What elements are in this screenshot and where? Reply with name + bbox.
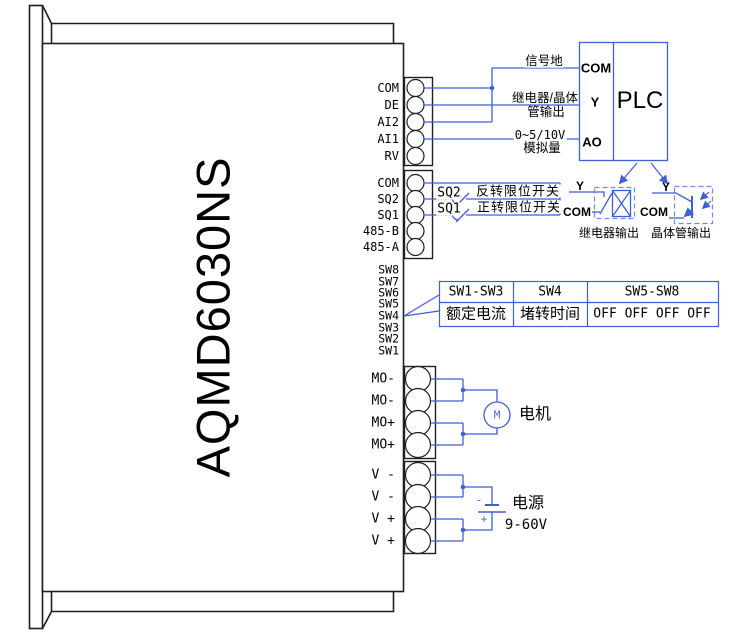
- relay-transistor-label-1: 继电器/晶体: [512, 90, 578, 105]
- plc-output-arrows: [618, 162, 669, 185]
- plc-title: PLC: [616, 87, 664, 114]
- relay-output-caption: 继电器输出: [578, 226, 640, 240]
- dip-label-sw8: SW8: [378, 262, 399, 277]
- dip-table-value-2: 堵转时间: [519, 305, 581, 323]
- terminal-label-rv: RV: [384, 149, 399, 163]
- terminal-label-v-plus-1: V +: [371, 511, 395, 527]
- dip-table-frame: [438, 280, 720, 328]
- terminal-label-485b: 485-B: [362, 224, 399, 238]
- motor-wires: [431, 378, 498, 446]
- power-wires: [431, 474, 493, 542]
- terminal-label-com: COM: [377, 81, 399, 95]
- terminal-label-ai2: AI2: [377, 115, 399, 129]
- terminal-screw-icons: [404, 78, 432, 555]
- terminal-label-mo-plus-2: MO+: [371, 437, 395, 453]
- dip-label-sw4: SW4: [378, 308, 399, 323]
- plc-box: [578, 41, 669, 162]
- terminal-label-de: DE: [384, 98, 399, 112]
- motor-symbol: M: [493, 408, 501, 422]
- forward-limit-switch-label: 正转限位开关: [475, 199, 563, 215]
- terminal-label-com2: COM: [377, 176, 399, 190]
- dip-table-header-3: SW5-SW8: [624, 284, 680, 300]
- terminal-label-v-plus-2: V +: [371, 533, 395, 549]
- relay-y-label: Y: [575, 179, 585, 193]
- dip-table-value-1: 额定电流: [445, 305, 507, 323]
- sq1-wire-tag: SQ1: [436, 201, 462, 217]
- transistor-output-caption: 晶体管输出: [650, 226, 712, 240]
- motor-label: 电机: [518, 406, 552, 423]
- power-supply-voltage: 9-60V: [504, 517, 548, 533]
- plc-port-com: COM: [580, 60, 612, 76]
- dip-label-sw7: SW7: [378, 274, 399, 289]
- sq2-wire-tag: SQ2: [436, 185, 462, 201]
- dip-label-sw2: SW2: [378, 331, 399, 346]
- transistor-output-icon: [652, 185, 714, 225]
- dip-label-sw3: SW3: [378, 320, 399, 335]
- terminal-label-sq1: SQ1: [377, 208, 399, 222]
- signal-ground-label: 信号地: [524, 53, 564, 68]
- dip-label-sw5: SW5: [378, 296, 399, 311]
- plc-port-y: Y: [590, 94, 600, 110]
- dip-label-sw1: SW1: [378, 343, 399, 358]
- terminal-label-485a: 485-A: [362, 240, 399, 254]
- transistor-y-label: Y: [661, 180, 671, 194]
- relay-output-icon: [569, 186, 636, 220]
- relay-com-label: COM: [563, 205, 591, 219]
- dip-table-header-1: SW1-SW3: [448, 284, 504, 300]
- terminal-label-mo-plus-1: MO+: [371, 415, 395, 431]
- dip-label-sw6: SW6: [378, 285, 399, 300]
- analog-label: 模拟量: [523, 140, 561, 155]
- board-model-label: AQMD6030NS: [186, 156, 240, 478]
- dip-table-value-3: OFF OFF OFF OFF: [593, 306, 711, 322]
- terminal-label-mo-minus-2: MO-: [371, 393, 395, 409]
- plc-port-ao: AO: [582, 134, 602, 150]
- battery-minus-sign: -: [475, 493, 483, 507]
- battery-icon: [478, 504, 506, 513]
- power-supply-label: 电源: [511, 495, 545, 512]
- transistor-com-label: COM: [640, 205, 668, 219]
- relay-transistor-label-2: 管输出: [527, 104, 565, 119]
- battery-plus-sign: +: [480, 512, 488, 526]
- motor-icon: [483, 401, 511, 429]
- dip-table-header-2: SW4: [538, 284, 562, 300]
- limit-switch-sq1-icon: [451, 208, 470, 223]
- terminal-label-ai1: AI1: [377, 132, 399, 146]
- terminal-label-sq2: SQ2: [377, 192, 399, 206]
- terminal-label-v-minus-2: V -: [371, 489, 395, 505]
- terminal-label-mo-minus-1: MO-: [371, 371, 395, 387]
- junction-dots: [460, 85, 495, 533]
- analog-range-label: 0~5/10V: [513, 128, 567, 142]
- terminal-label-v-minus-1: V -: [371, 467, 395, 483]
- callout-leader-lines: [403, 294, 440, 317]
- reverse-limit-switch-label: 反转限位开关: [474, 183, 562, 199]
- relay-coil-icon: [611, 189, 632, 218]
- board-outline: [41, 42, 405, 593]
